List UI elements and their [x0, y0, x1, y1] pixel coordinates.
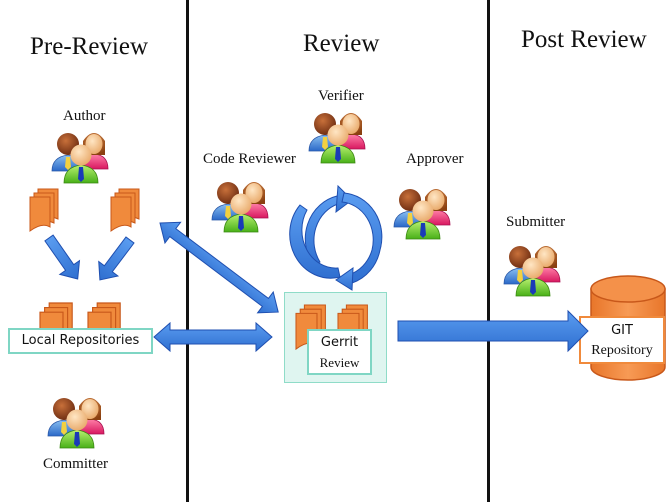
- divider-pre-review: [186, 0, 189, 502]
- git-repository-line2: Repository: [591, 343, 653, 358]
- git-repository-line1: GIT: [611, 323, 633, 338]
- role-label-author: Author: [63, 108, 106, 124]
- gerrit-review-label: Gerrit Review: [307, 329, 372, 375]
- phase-title-review: Review: [303, 30, 380, 57]
- gerrit-review-line1: Gerrit: [320, 335, 359, 350]
- role-label-committer: Committer: [43, 456, 108, 472]
- gerrit-review-line2: Review: [319, 355, 360, 370]
- role-label-verifier: Verifier: [318, 88, 364, 104]
- phase-title-post-review: Post Review: [521, 26, 647, 53]
- phase-title-pre-review: Pre-Review: [30, 33, 149, 60]
- role-label-approver: Approver: [406, 151, 464, 167]
- divider-post-review: [487, 0, 490, 502]
- local-repositories-box[interactable]: Local Repositories: [8, 328, 153, 354]
- cycle-arrows-icon: [289, 184, 383, 291]
- arrow-double-local-gerrit: [153, 321, 273, 353]
- arrow-doc-right-to-local: [98, 236, 135, 281]
- arrow-doc-left-to-local: [44, 234, 81, 280]
- arrow-double-docs-gerrit: [159, 221, 279, 314]
- role-label-code-reviewer: Code Reviewer: [203, 151, 296, 167]
- git-repository-label: GIT Repository: [579, 316, 665, 364]
- role-label-submitter: Submitter: [506, 214, 566, 230]
- arrow-gerrit-to-git: [397, 309, 589, 353]
